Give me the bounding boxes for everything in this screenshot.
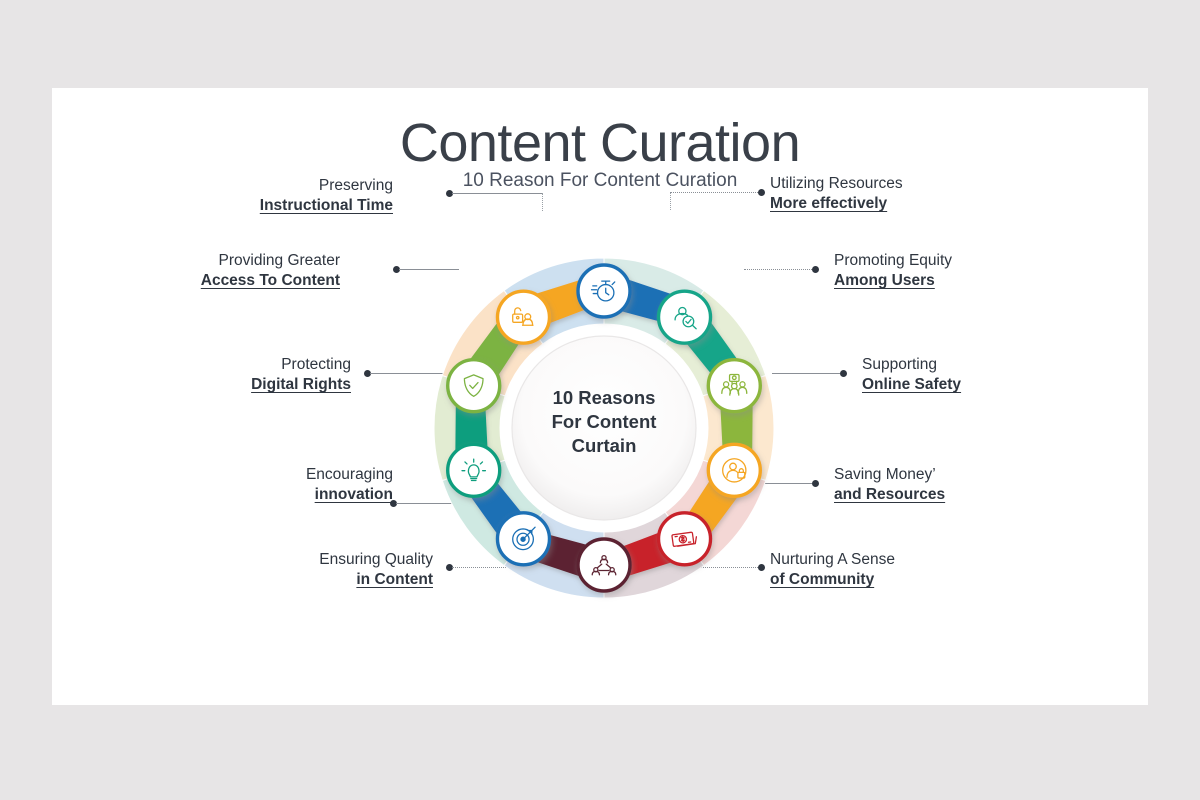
people-group-icon <box>721 373 748 396</box>
label-line-2: Access To Content <box>200 272 340 289</box>
center-line-3: Curtain <box>572 435 637 456</box>
node-encouraging-innovation[interactable] <box>446 442 502 499</box>
node-circle <box>576 537 632 593</box>
label-line-1: Saving Money’ <box>834 466 936 483</box>
stopwatch-icon <box>590 280 616 302</box>
user-search-icon <box>674 306 697 330</box>
label-promoting-equity: Promoting Equity Among Users <box>834 251 952 291</box>
label-preserving-instructional-time: Preserving Instructional Time <box>260 176 393 216</box>
label-line-2: innovation <box>314 486 393 503</box>
leader-line <box>772 373 840 374</box>
node-supporting-safety[interactable] <box>706 442 762 499</box>
label-line-2: Among Users <box>834 272 935 289</box>
leader-dot <box>758 189 765 196</box>
target-arrow-icon <box>512 526 536 551</box>
label-line-1: Nurturing A Sense <box>770 551 895 568</box>
label-line-2: Digital Rights <box>251 376 351 393</box>
cycle-svg: 10 Reasons For Content Curtain <box>433 257 775 599</box>
icon-nodes <box>446 263 762 593</box>
center-line-2: For Content <box>552 411 657 432</box>
label-line-1: Promoting Equity <box>834 252 953 269</box>
label-line-1: Ensuring Quality <box>319 551 433 568</box>
label-supporting-online-safety: Supporting Online Safety <box>862 355 961 395</box>
label-line-1: Protecting <box>281 356 351 373</box>
leader-line-dotted <box>542 193 543 211</box>
label-line-2: Instructional Time <box>259 197 393 214</box>
leader-line <box>399 269 459 270</box>
banknote-icon <box>671 531 698 547</box>
label-line-2: and Resources <box>834 486 946 503</box>
leader-dot <box>840 370 847 377</box>
unlock-user-icon <box>512 307 534 326</box>
node-promoting-equity[interactable] <box>706 357 762 414</box>
node-circle <box>576 263 632 319</box>
leader-line-dotted <box>452 567 542 568</box>
leader-line <box>744 483 812 484</box>
page-title: Content Curation <box>399 113 801 173</box>
center-line-1: 10 Reasons <box>553 387 656 408</box>
node-circle <box>706 357 762 414</box>
node-circle <box>446 442 502 499</box>
label-line-2: Online Safety <box>862 376 962 393</box>
leader-dot <box>758 564 765 571</box>
label-line-2: in Content <box>356 571 433 588</box>
node-ensuring-quality[interactable] <box>495 511 552 567</box>
leader-dot <box>364 370 371 377</box>
label-providing-greater-access: Providing Greater Access To Content <box>201 251 340 291</box>
label-line-1: Preserving <box>318 177 393 194</box>
leader-line <box>452 193 542 194</box>
leader-line-vertical <box>670 192 671 210</box>
label-line-1: Utilizing Resources <box>770 175 903 192</box>
label-protecting-digital-rights: Protecting Digital Rights <box>251 355 351 395</box>
node-circle <box>446 357 502 414</box>
label-line-1: Providing Greater <box>218 252 340 269</box>
label-ensuring-quality-in-content: Ensuring Quality in Content <box>319 550 433 590</box>
node-circle <box>495 289 552 345</box>
node-nurturing-community[interactable] <box>576 537 632 593</box>
community-network-icon <box>591 554 617 576</box>
user-lock-icon <box>722 458 747 483</box>
node-preserving-time[interactable] <box>576 263 632 319</box>
center-hole <box>511 335 697 521</box>
leader-dot <box>446 190 453 197</box>
leader-line-dotted <box>744 269 812 270</box>
label-utilizing-resources: Utilizing Resources More effectively <box>770 174 903 214</box>
node-circle <box>656 511 713 567</box>
leader-line <box>370 373 444 374</box>
label-line-2: of Community <box>770 571 875 588</box>
lightbulb-icon <box>461 458 487 482</box>
leader-dot <box>393 266 400 273</box>
node-utilizing-resources[interactable] <box>656 289 713 345</box>
node-providing-access[interactable] <box>495 289 552 345</box>
node-saving-money[interactable] <box>656 511 713 567</box>
node-protecting-rights[interactable] <box>446 357 502 414</box>
shield-check-icon <box>463 374 484 397</box>
leader-line-dotted <box>670 192 758 193</box>
label-line-2: More effectively <box>770 195 888 212</box>
label-line-1: Supporting <box>862 356 937 373</box>
leader-dot <box>390 500 397 507</box>
leader-line-dotted <box>670 567 758 568</box>
slide-card: Content Curation 10 Reason For Content C… <box>52 88 1148 705</box>
label-nurturing-sense-of-community: Nurturing A Sense of Community <box>770 550 895 590</box>
leader-line <box>396 503 462 504</box>
leader-dot <box>446 564 453 571</box>
label-line-1: Encouraging <box>305 466 393 483</box>
leader-dot <box>812 480 819 487</box>
label-saving-money-and-resources: Saving Money’ and Resources <box>834 465 945 505</box>
page-subtitle: 10 Reason For Content Curation <box>462 170 738 191</box>
cycle-diagram: 10 Reasons For Content Curtain <box>404 228 804 628</box>
leader-dot <box>812 266 819 273</box>
label-encouraging-innovation: Encouraging innovation <box>263 465 393 505</box>
